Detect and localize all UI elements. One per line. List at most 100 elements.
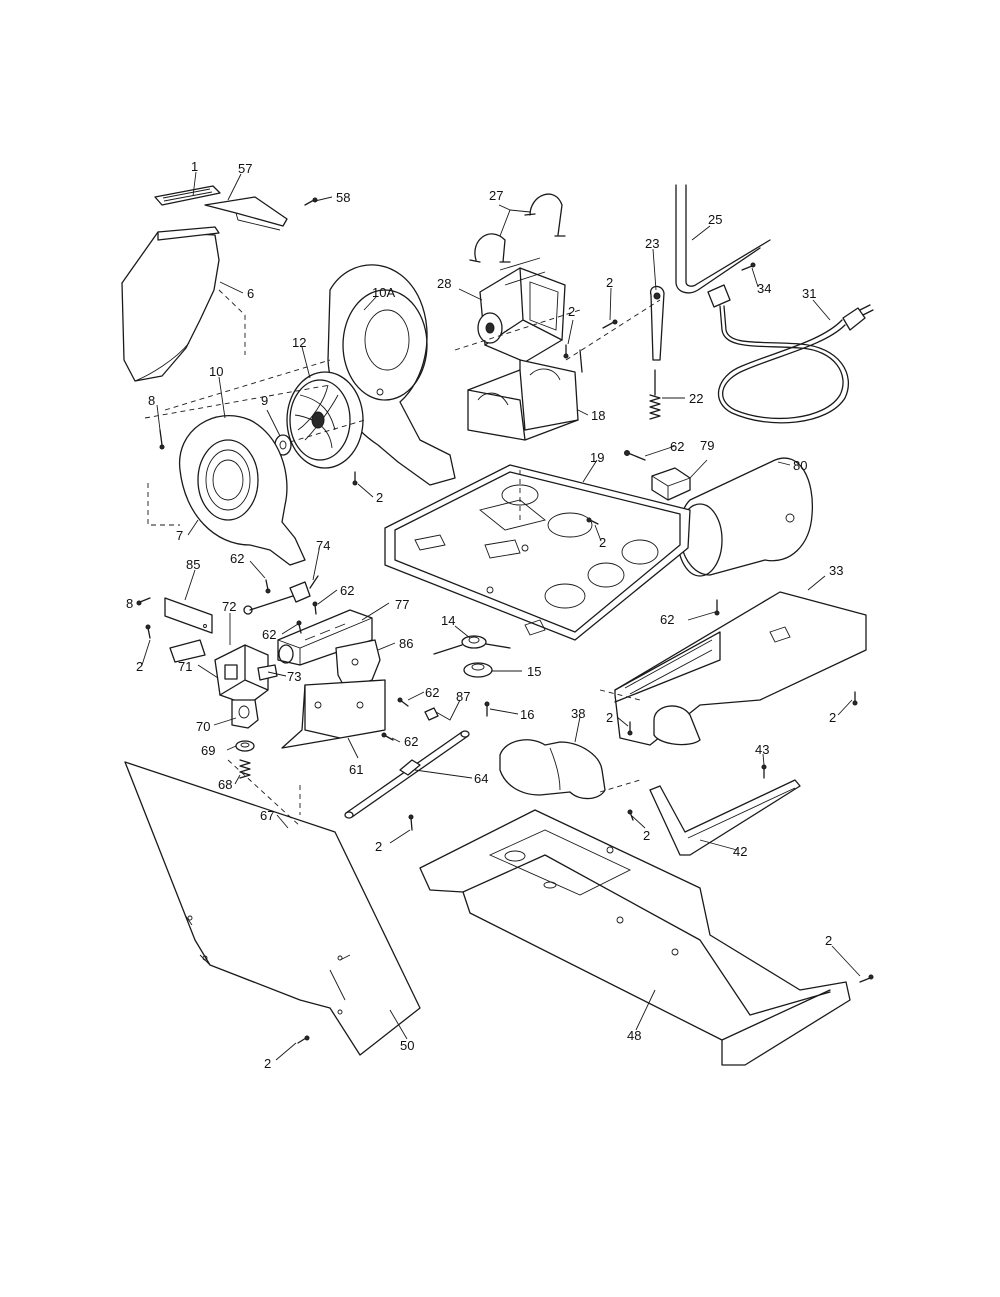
callout-2-e: 2 <box>606 710 613 725</box>
callout-10: 10 <box>209 364 223 379</box>
callout-labels: 1 57 58 6 10A 12 10 9 8 7 2 27 28 2 2 18… <box>126 159 843 1071</box>
callout-2-k: 2 <box>264 1056 271 1071</box>
callout-2-h: 2 <box>375 839 382 854</box>
part-68-spring <box>239 759 251 779</box>
callout-62-a: 62 <box>670 439 684 454</box>
callout-43: 43 <box>755 742 769 757</box>
part-12-blower-wheel <box>286 371 364 469</box>
part-2-screw-g <box>145 624 151 639</box>
callout-7: 7 <box>176 528 183 543</box>
callout-77: 77 <box>395 597 409 612</box>
leader-lines <box>141 171 861 1061</box>
callout-62-d: 62 <box>340 583 354 598</box>
part-61-burner-bracket <box>281 679 386 749</box>
callout-8-b: 8 <box>126 596 133 611</box>
callout-79: 79 <box>700 438 714 453</box>
part-64-rod <box>344 730 470 819</box>
callout-15: 15 <box>527 664 541 679</box>
part-72-gas-valve <box>214 644 278 706</box>
part-6-duct <box>121 226 246 382</box>
part-15-roller <box>463 662 493 678</box>
bracket-small <box>169 639 206 663</box>
part-2-screw-d <box>586 517 599 525</box>
callout-61: 61 <box>349 762 363 777</box>
callout-73: 73 <box>287 669 301 684</box>
part-2-screw-e <box>627 721 633 736</box>
part-87-clip <box>424 707 439 721</box>
callout-62-e: 62 <box>262 627 276 642</box>
part-50-rear-panel <box>124 761 421 1056</box>
part-62-screw-f <box>397 697 409 707</box>
part-1-vent-grille <box>154 185 221 206</box>
callout-74: 74 <box>316 538 330 553</box>
part-70-valve-outlet <box>231 699 259 729</box>
callout-23: 23 <box>645 236 659 251</box>
callout-85: 85 <box>186 557 200 572</box>
callout-34: 34 <box>757 281 771 296</box>
part-62-screw-b <box>714 599 720 616</box>
callout-50: 50 <box>400 1038 414 1053</box>
callout-70: 70 <box>196 719 210 734</box>
callout-2-j: 2 <box>825 933 832 948</box>
callout-14: 14 <box>441 613 455 628</box>
part-74-igniter <box>243 575 319 615</box>
part-62-screw-c <box>265 579 271 594</box>
callout-57: 57 <box>238 161 252 176</box>
callout-2-d: 2 <box>599 535 606 550</box>
part-48-base-frame <box>419 809 851 1066</box>
callout-6: 6 <box>247 286 254 301</box>
callout-71: 71 <box>178 659 192 674</box>
part-2-screw-b <box>563 344 569 359</box>
part-62-screw-g <box>381 732 394 741</box>
callout-2-a: 2 <box>376 490 383 505</box>
part-58-screw <box>304 197 318 206</box>
part-31-power-cord <box>707 284 874 424</box>
callout-62-g: 62 <box>404 734 418 749</box>
callout-10a: 10A <box>372 285 395 300</box>
callout-25: 25 <box>708 212 722 227</box>
callout-2-g: 2 <box>136 659 143 674</box>
callout-22: 22 <box>689 391 703 406</box>
callout-2-f: 2 <box>829 710 836 725</box>
callout-68: 68 <box>218 777 232 792</box>
part-85-bracket <box>164 597 213 634</box>
part-2-screw-f <box>852 691 858 706</box>
callout-9: 9 <box>261 393 268 408</box>
part-2-screw-c <box>602 319 618 329</box>
part-42-support <box>649 779 801 856</box>
callout-80: 80 <box>793 458 807 473</box>
callout-2-b: 2 <box>568 304 575 319</box>
part-23-idler-arm <box>649 285 665 361</box>
callout-62-f: 62 <box>425 685 439 700</box>
callout-16: 16 <box>520 707 534 722</box>
part-2-screw-i <box>627 809 634 821</box>
callout-18: 18 <box>591 408 605 423</box>
callout-19: 19 <box>590 450 604 465</box>
callout-69: 69 <box>201 743 215 758</box>
part-28-motor <box>477 257 566 363</box>
part-2-screw-k <box>297 1035 310 1044</box>
callout-1: 1 <box>191 159 198 174</box>
assembly-lines <box>144 299 661 827</box>
callout-28: 28 <box>437 276 451 291</box>
part-18-motor-mount <box>467 349 583 441</box>
part-86-heat-shield <box>335 639 381 691</box>
part-2-screw-a <box>352 471 358 486</box>
part-57-bracket <box>204 196 288 231</box>
callout-72: 72 <box>222 599 236 614</box>
part-19-base-tray <box>384 464 691 641</box>
callout-58: 58 <box>336 190 350 205</box>
part-38-duct-elbow <box>499 739 606 800</box>
callout-62-c: 62 <box>230 551 244 566</box>
callout-67: 67 <box>260 808 274 823</box>
part-62-screw-a <box>624 450 646 461</box>
callout-31: 31 <box>802 286 816 301</box>
part-43-screw <box>761 764 767 779</box>
part-2-screw-h <box>408 814 414 831</box>
part-33-heater-cover <box>614 591 867 746</box>
callout-8-a: 8 <box>148 393 155 408</box>
callout-42: 42 <box>733 844 747 859</box>
part-16-screw <box>484 701 490 717</box>
callout-2-i: 2 <box>643 828 650 843</box>
